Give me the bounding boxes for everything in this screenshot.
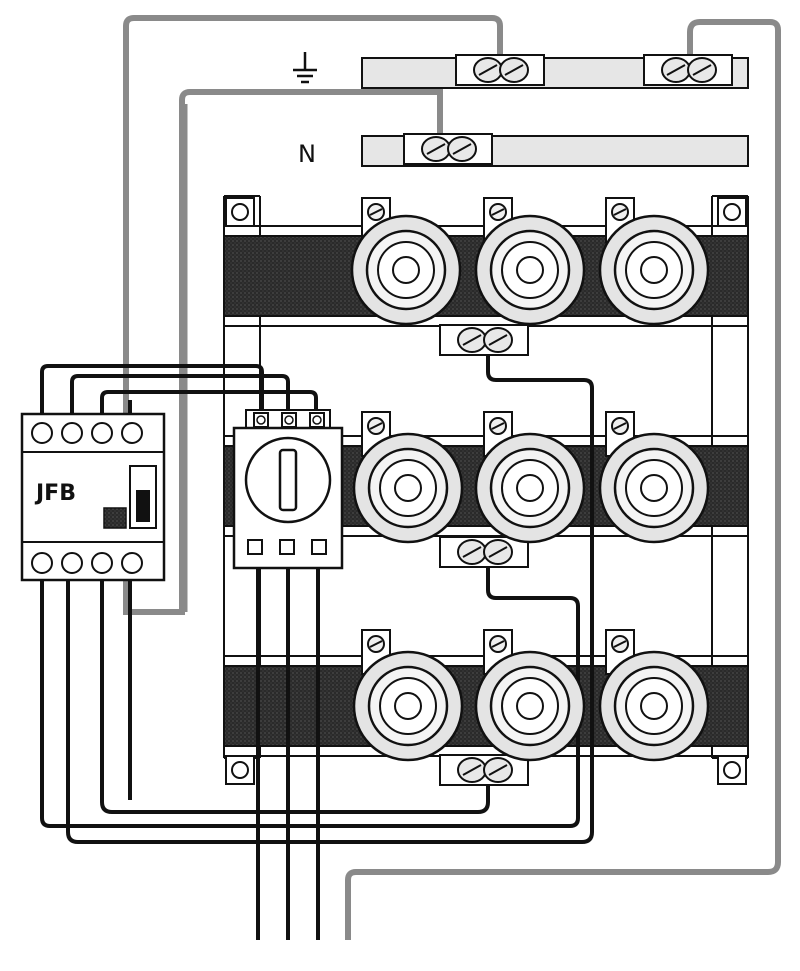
main-switch	[232, 409, 344, 570]
fuse-holder	[352, 650, 464, 762]
earth-ground-icon	[293, 52, 317, 84]
fuse-holders	[350, 214, 710, 762]
fuse-holder	[474, 214, 586, 326]
sheath-wires	[123, 15, 781, 940]
fuse-holder	[474, 650, 586, 762]
mounting-holes	[225, 197, 747, 785]
rcd-brand-label: JFB	[34, 481, 76, 506]
earth-bar	[361, 54, 749, 89]
fuse-holder	[474, 432, 586, 544]
fuse-holder	[598, 650, 710, 762]
phase-wires	[40, 340, 594, 844]
fuse-holder	[598, 432, 710, 544]
neutral-bar	[361, 133, 749, 167]
fuse-holder	[598, 214, 710, 326]
incoming-supply-wires	[256, 568, 320, 940]
fuse-holder	[350, 214, 462, 326]
neutral-label: N	[298, 140, 316, 168]
fuse-holder	[352, 432, 464, 544]
rcd-unit: JFB	[20, 412, 166, 582]
